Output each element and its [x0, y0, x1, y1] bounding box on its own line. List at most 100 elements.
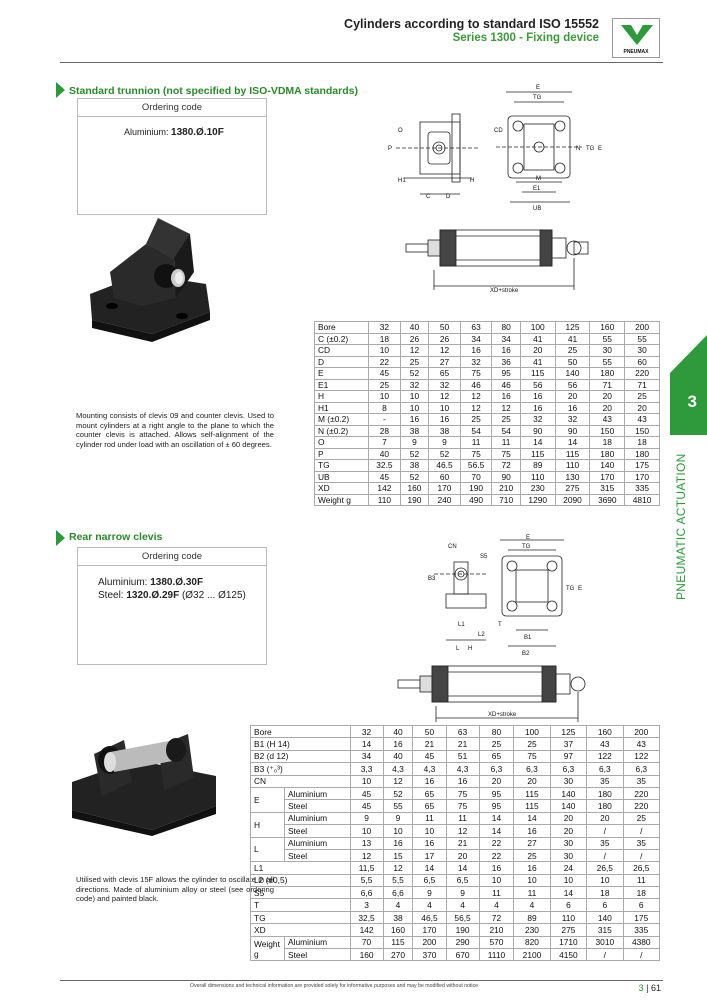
material-label: Steel — [284, 824, 351, 838]
pneumax-logo: PNEUMAX — [612, 18, 660, 58]
row-label: Bore — [313, 321, 370, 334]
table-cell: 34 — [491, 332, 521, 345]
chapter-label: PNEUMATIC ACTUATION — [674, 453, 688, 600]
table-cell: 180 — [624, 447, 660, 460]
dim-n: N — [576, 146, 580, 152]
table-cell: 18 — [589, 436, 626, 449]
clevis-cylinder-drawing: XD+stroke — [397, 665, 586, 722]
table-cell: 51 — [445, 749, 480, 764]
dim-e-2: E — [526, 535, 530, 541]
table-cell: 25 — [622, 811, 661, 826]
table-cell: 20 — [549, 811, 588, 826]
page-number: 3 | 61 — [638, 983, 661, 993]
dim-s5: S5 — [480, 554, 488, 560]
table-cell: 11 — [412, 811, 447, 826]
row-label: UB — [313, 470, 370, 483]
table-cell: 490 — [459, 493, 493, 506]
dim-m: M — [536, 176, 541, 182]
table-cell: 190 — [459, 482, 493, 495]
row-label: Weight g — [313, 493, 370, 506]
table-cell: 35 — [586, 774, 624, 788]
table-cell: 38 — [399, 424, 430, 437]
section1-title: Standard trunnion (not specified by ISO-… — [69, 85, 358, 97]
table-cell: 140 — [589, 459, 626, 472]
table-cell: 35 — [622, 836, 661, 850]
table-cell: 7 — [368, 436, 401, 449]
table-cell: 125 — [549, 724, 588, 739]
table-cell: 150 — [624, 424, 660, 437]
row-label: L1 — [250, 861, 351, 875]
section2-ordering-box: Ordering code Aluminium: 1380.Ø.30F Stee… — [77, 547, 267, 665]
trunnion-cylinder-drawing: XD+stroke — [405, 229, 589, 294]
logo-mark-icon — [621, 25, 653, 45]
table-cell: 20 — [554, 390, 591, 403]
table-cell: 315 — [589, 482, 626, 495]
dim-xd-2: XD+stroke — [488, 712, 517, 718]
table-cell: 16 — [491, 390, 521, 403]
table-cell: 140 — [586, 910, 624, 925]
table-cell: 16 — [478, 861, 515, 875]
table-cell: 90 — [519, 424, 556, 437]
table-cell: 52 — [428, 447, 461, 460]
clevis-drawing: CN S5 E TG B3 TG E T L1 L2 B1 L H B2 — [428, 535, 582, 657]
table-cell: 100 — [519, 321, 556, 334]
code1-value: 1380.Ø.30F — [150, 577, 204, 588]
section-marker-icon-2 — [56, 530, 65, 546]
table-cell: 170 — [428, 482, 461, 495]
table-cell: 20 — [478, 774, 515, 788]
table-cell: 12 — [382, 861, 414, 875]
row-label: P — [313, 447, 370, 460]
table-cell: 55 — [589, 355, 626, 368]
dim-h-2: H — [468, 646, 472, 652]
table-cell: 55 — [589, 332, 626, 345]
table-cell: 10 — [428, 401, 461, 414]
table-cell: 142 — [368, 482, 401, 495]
table-cell: 72 — [478, 910, 515, 925]
table-cell: 32 — [519, 413, 556, 426]
trunnion-photo — [90, 218, 210, 342]
table-cell: 45 — [349, 786, 384, 801]
table-cell: 14 — [445, 861, 480, 875]
table-cell: 200 — [412, 935, 447, 950]
dim-tg-3: TG — [522, 544, 531, 550]
row-label: N (±0.2) — [313, 424, 370, 437]
page-header-title: Cylinders according to standard ISO 1555… — [344, 17, 599, 31]
table-cell: 12 — [428, 344, 461, 357]
table-cell: 20 — [624, 401, 660, 414]
table-cell: 32.5 — [368, 459, 401, 472]
table-cell: 335 — [622, 923, 661, 937]
table-cell: 110 — [554, 459, 591, 472]
table-cell: 16 — [412, 836, 447, 850]
table-cell: 4 — [513, 898, 551, 912]
table-cell: 32,5 — [349, 910, 384, 925]
table-cell: 26 — [428, 332, 461, 345]
table-cell: 40 — [382, 724, 414, 739]
dim-ub: UB — [533, 206, 541, 212]
table-cell: 3690 — [589, 493, 626, 506]
table-cell: 8 — [368, 401, 401, 414]
table-cell: 11,5 — [349, 861, 384, 875]
logo-text: PNEUMAX — [623, 49, 649, 55]
table-cell: 25 — [399, 355, 430, 368]
table-cell: 32 — [399, 378, 430, 391]
table-cell: 6,5 — [412, 873, 447, 888]
table-cell: 4810 — [624, 493, 660, 506]
table-cell: 14 — [519, 436, 556, 449]
table-cell: 17 — [412, 848, 447, 863]
table-cell: 4 — [412, 898, 447, 912]
table-cell: 16 — [399, 413, 430, 426]
table-cell: 75 — [513, 749, 551, 764]
table-cell: 4 — [382, 898, 414, 912]
table-cell: 26,5 — [586, 861, 624, 875]
clevis-photo — [72, 734, 216, 836]
table-cell: 32 — [428, 378, 461, 391]
dim-e2: E — [598, 146, 602, 152]
table-cell: 6 — [549, 898, 588, 912]
